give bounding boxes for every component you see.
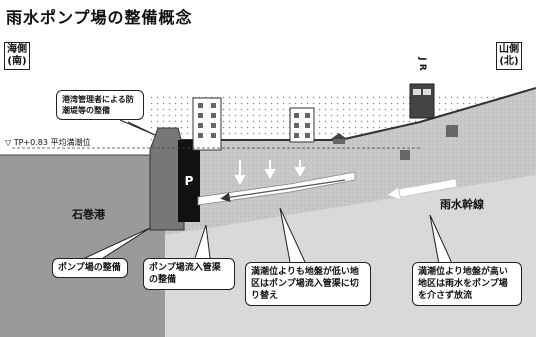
bay-label: 石巻港 bbox=[71, 207, 106, 221]
trunk-line-label: 雨水幹線 bbox=[440, 197, 484, 211]
building-mid bbox=[289, 107, 315, 143]
house-hill-1 bbox=[446, 125, 458, 137]
jr-mark: J R bbox=[417, 56, 427, 70]
direction-north-label: 山側 bbox=[499, 44, 519, 55]
drain-arrows bbox=[234, 160, 306, 186]
callout-direct-high: 満潮位より地盤が高い地区は雨水をポンプ場を介さず放流 bbox=[412, 262, 522, 306]
page-title: 雨水ポンプ場の整備概念 bbox=[6, 8, 193, 27]
trunk-arrow bbox=[399, 179, 457, 197]
callout-pointers bbox=[84, 119, 456, 271]
pump-station bbox=[178, 140, 200, 222]
bay-water bbox=[0, 155, 170, 337]
direction-south-label: 海側 bbox=[7, 44, 27, 55]
direction-north-paren: (北) bbox=[499, 56, 519, 67]
house-small bbox=[331, 133, 347, 144]
callout-switch-low: 満潮位よりも地盤が低い地区はポンプ場流入管渠に切り替え bbox=[245, 262, 371, 306]
ground-surface-line bbox=[165, 87, 536, 141]
callout-inflow-pipe: ポンプ場流入管渠の整備 bbox=[143, 258, 235, 290]
pump-mark: P bbox=[185, 174, 194, 188]
direction-south-paren: (南) bbox=[7, 56, 27, 67]
tide-level-label: ▽ TP+0.83 平均満潮位 bbox=[5, 137, 90, 147]
house-hill-2 bbox=[400, 150, 410, 160]
callout-seawall: 港湾管理者による防潮堤等の整備 bbox=[56, 90, 144, 120]
direction-north: 山側 (北) bbox=[496, 42, 522, 70]
building-tall bbox=[192, 97, 222, 151]
train-jr: J R bbox=[409, 56, 435, 119]
direction-south: 海側 (南) bbox=[4, 42, 30, 70]
callout-pump-station: ポンプ場の整備 bbox=[52, 258, 128, 278]
